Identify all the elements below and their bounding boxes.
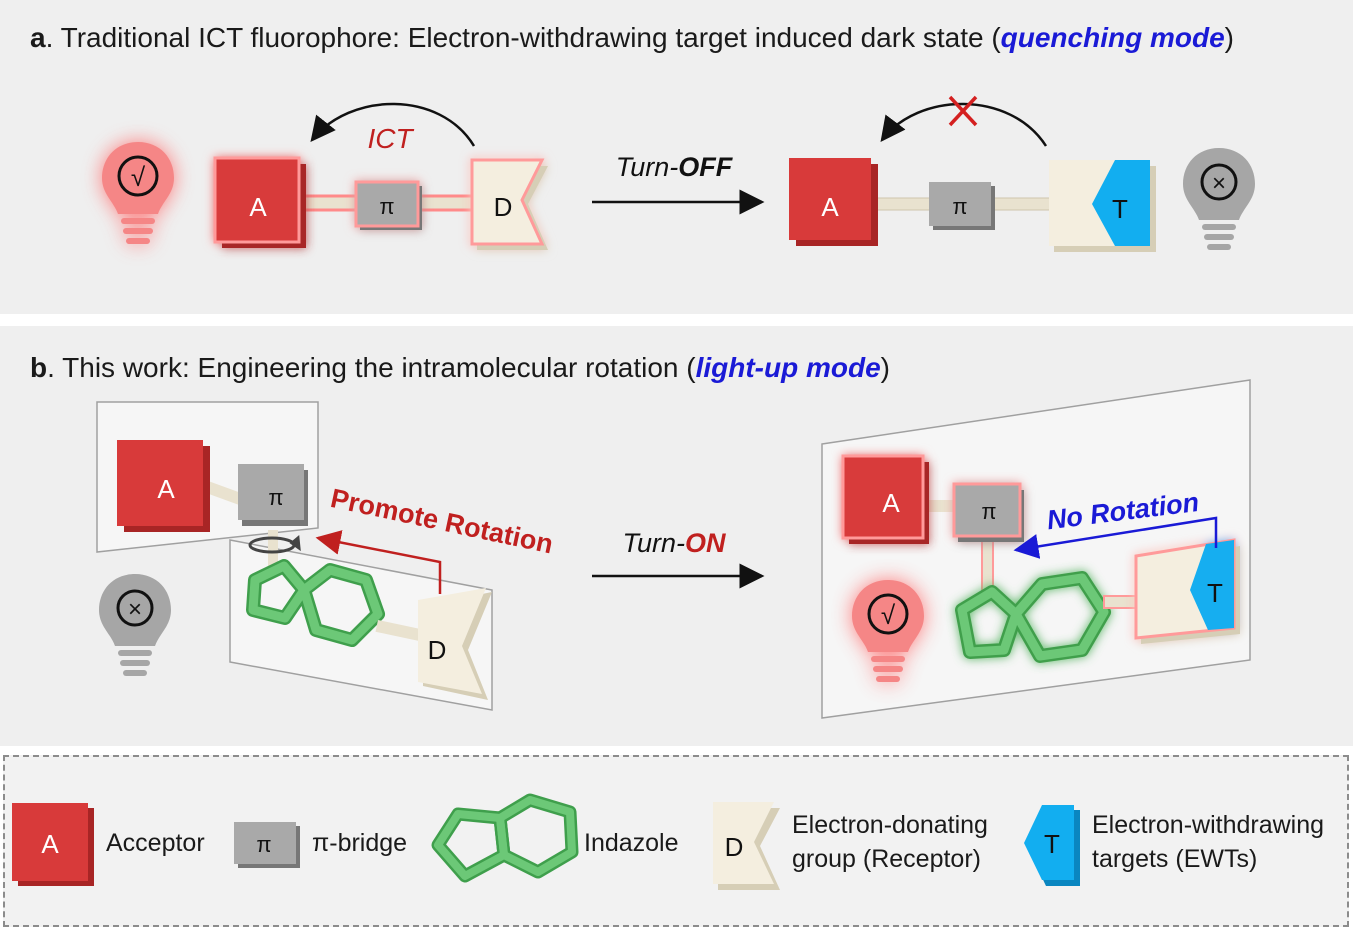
panel-a-heading: a. Traditional ICT fluorophore: Electron… [30,22,1234,54]
turn-on-arrow: Turn-ON [592,528,765,589]
acceptor-symbol-right: A [821,192,839,222]
indazole-group [246,559,385,647]
legend-box [3,755,1349,927]
svg-text:Turn-ON: Turn-ON [622,528,726,558]
legend-bridge-label: π-bridge [312,829,408,857]
acceptor-symbol-b: A [157,474,175,504]
target-symbol: T [1112,194,1128,224]
panel-a-title-end: ) [1224,22,1234,53]
donor-symbol: D [494,192,513,222]
ict-arrow-blocked [880,102,1048,147]
bulb-off-icon-b: × [99,574,171,676]
legend-target-label-1: Electron-withdrawing [1092,811,1325,839]
legend-acceptor-symbol: A [41,829,59,859]
svg-text:√: √ [881,600,896,630]
target-symbol-b: T [1207,578,1223,608]
panel-b-right-molecule: A π T No Rotation [841,454,1240,663]
no-rotation-arrow [1013,516,1218,559]
bridge-symbol-b: π [268,485,283,510]
turn-on-state: ON [685,528,726,558]
ict-label: ICT [367,123,414,154]
bridge-symbol: π [379,194,394,219]
bridge-block [354,180,422,230]
panel-b-label: b [30,352,48,383]
legend-target-symbol: T [1044,829,1060,859]
panel-a-title: . Traditional ICT fluorophore: Electron-… [45,22,1001,53]
donor-symbol-b: D [428,635,447,665]
svg-text:Turn-OFF: Turn-OFF [616,152,734,182]
turn-on-prefix: Turn- [622,528,685,558]
ict-arrow [310,102,476,147]
svg-text:×: × [128,596,142,623]
cross-mark-icon [948,95,978,127]
legend-indazole-label: Indazole [584,829,679,857]
indazole-group-right [955,571,1111,663]
panel-b-left-molecule: A π D Promote Rotation [117,440,556,700]
turn-off-prefix: Turn- [616,152,679,182]
panel-a-mode: quenching mode [1000,22,1225,53]
legend-target-swatch: T [1024,805,1080,886]
donor-block [470,158,548,250]
legend-bridge-symbol: π [256,832,271,857]
panel-b-heading: b. This work: Engineering the intramolec… [30,352,890,384]
bulb-on-icon: √ [102,142,174,244]
acceptor-block [213,156,306,248]
legend-donor-label-2: group (Receptor) [792,845,981,873]
bridge-symbol-right: π [952,194,967,219]
promote-rotation-arrow [315,530,442,594]
legend-indazole-swatch [431,793,579,883]
legend-donor-label-1: Electron-donating [792,811,988,839]
legend-donor-swatch: D [713,802,780,890]
panel-b-title: . This work: Engineering the intramolecu… [47,352,696,383]
svg-text:×: × [1212,170,1226,197]
rotation-icon [248,535,301,554]
bridge-symbol-b-right: π [981,499,996,524]
panel-a-label: a [30,22,46,53]
turn-off-arrow: Turn-OFF [592,152,765,215]
bulb-on-icon-b: √ [852,580,924,682]
legend-acceptor-label: Acceptor [106,829,205,857]
svg-text:√: √ [131,162,146,192]
acceptor-symbol: A [249,192,267,222]
legend-acceptor-swatch: A [12,803,94,886]
acceptor-symbol-b-right: A [882,488,900,518]
legend-target-label-2: targets (EWTs) [1092,845,1258,873]
panel-a-right-molecule: A π T [789,95,1156,252]
bulb-off-icon: × [1183,148,1255,250]
legend-donor-symbol: D [725,832,744,862]
turn-off-state: OFF [678,152,733,182]
panel-b-mode: light-up mode [695,352,881,383]
panel-a-left-molecule: A π D ICT [213,102,548,250]
legend-bridge-swatch: π [234,822,300,868]
panel-b-title-end: ) [880,352,890,383]
